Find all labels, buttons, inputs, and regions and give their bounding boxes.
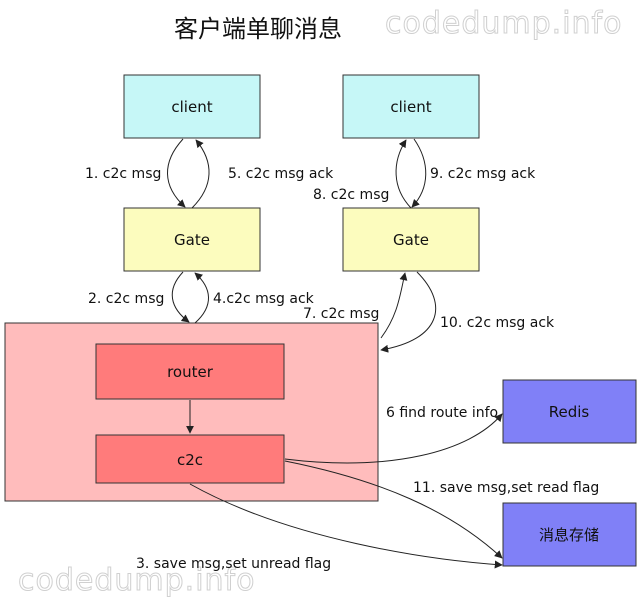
gate-right-box (342, 207, 480, 272)
client-left-box (123, 74, 261, 139)
router-label: router (167, 363, 214, 381)
edge-9 (411, 138, 427, 208)
edge-10-label: 10. c2c msg ack (440, 315, 555, 331)
msg-store-box (502, 502, 637, 567)
edge-4 (194, 272, 209, 324)
edge-8 (395, 139, 412, 209)
edge-2-label: 2. c2c msg (88, 291, 164, 307)
gate-right-label: Gate (393, 231, 429, 249)
edge-11 (284, 460, 503, 559)
c2c-box (95, 434, 285, 484)
edge-4-label: 4.c2c msg ack (213, 291, 315, 307)
edge-3-label: 3. save msg,set unread flag (136, 556, 331, 572)
redis-label: Redis (549, 403, 590, 421)
gate-left-label: Gate (174, 231, 210, 249)
edge-7 (380, 272, 408, 339)
edge-1 (167, 138, 186, 208)
edge-11-label: 11. save msg,set read flag (413, 480, 599, 496)
client-right-box (342, 74, 480, 139)
redis-box (502, 379, 637, 444)
client-right-label: client (390, 98, 431, 116)
edge-6 (284, 413, 503, 464)
edge-3 (189, 483, 503, 569)
watermark-bottom: codedump.info (18, 563, 255, 598)
gate-left-box (123, 207, 261, 272)
client-left-label: client (171, 98, 212, 116)
edge-2 (171, 271, 190, 323)
diagram-title: 客户端单聊消息 (174, 15, 342, 43)
msg-store-label: 消息存储 (539, 526, 599, 544)
c2c-label: c2c (177, 451, 203, 469)
edge-7-label: 7. c2c msg (303, 306, 379, 322)
edge-5 (191, 139, 210, 209)
edge-9-label: 9. c2c msg ack (430, 166, 536, 182)
edge-10 (380, 271, 436, 353)
router-box (95, 343, 285, 400)
edge-8-label: 8. c2c msg (313, 187, 389, 203)
edge-1-label: 1. c2c msg (85, 166, 161, 182)
edge-5-label: 5. c2c msg ack (228, 166, 334, 182)
edge-6-label: 6 find route info (386, 405, 498, 421)
watermark-top: codedump.info (385, 6, 622, 41)
